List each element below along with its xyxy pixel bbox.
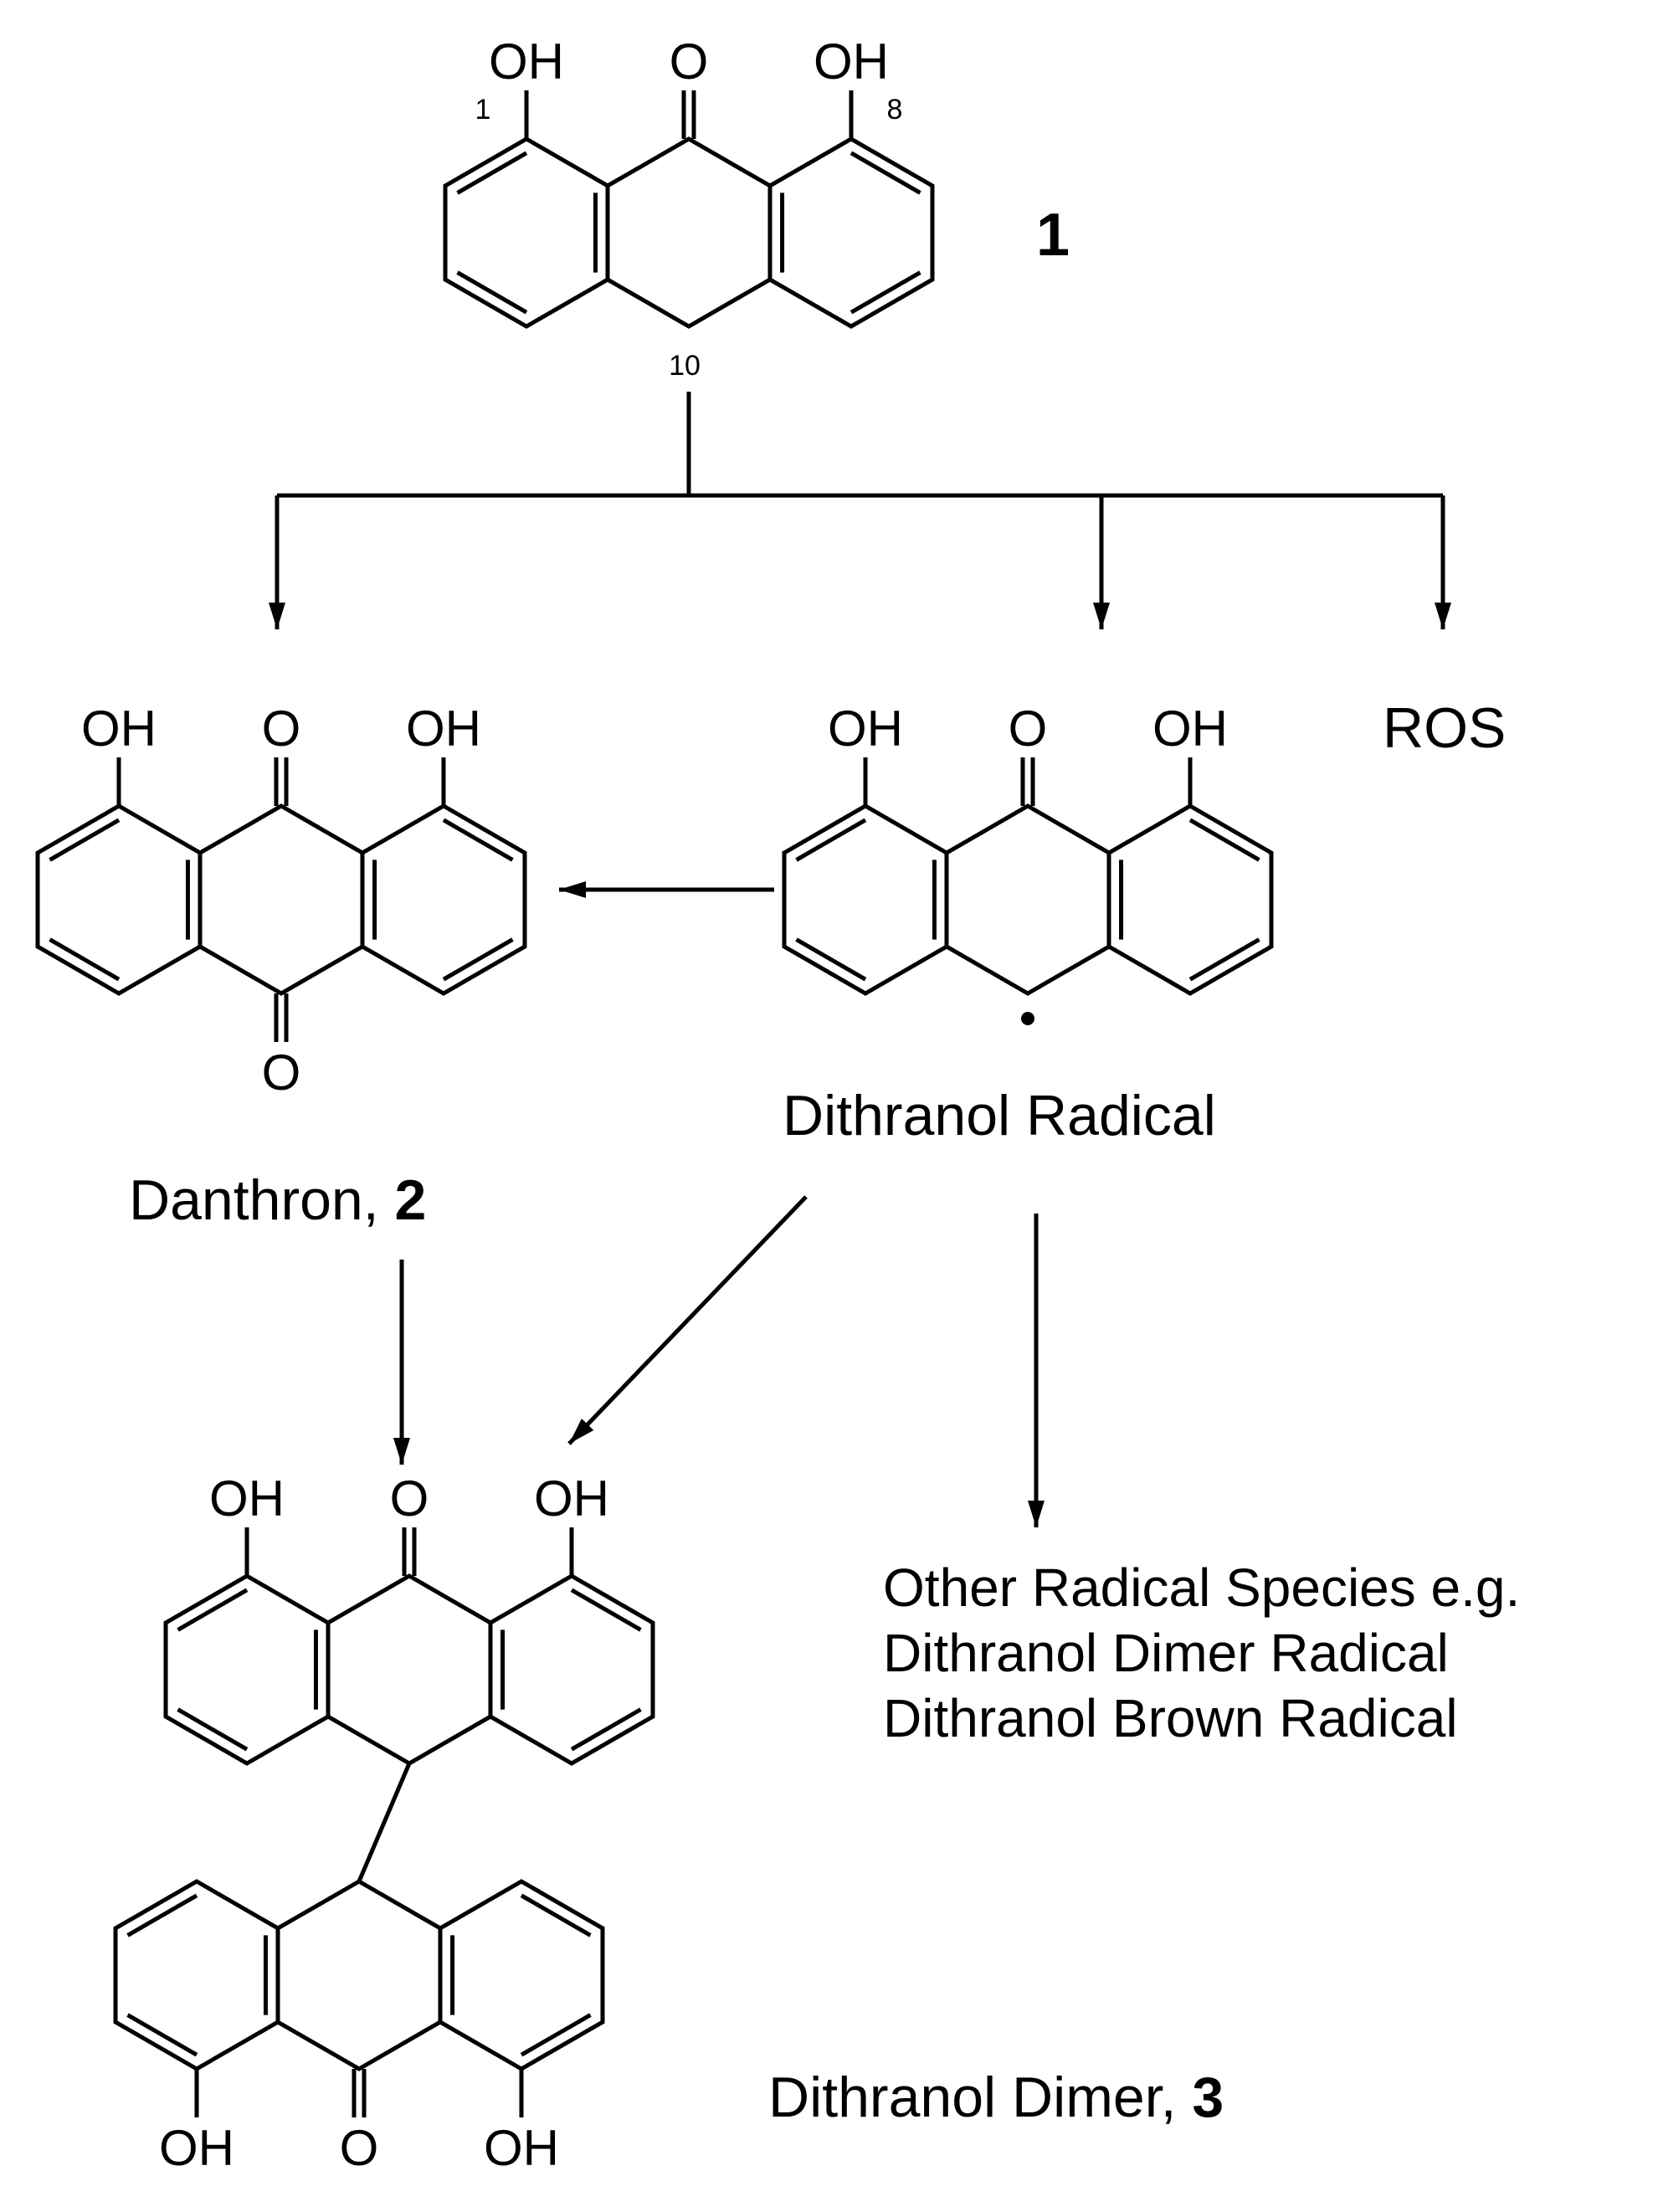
radical-dot [1021,1012,1034,1025]
hydroxyl-label: OH [489,33,564,90]
double-bond-inner-line [570,1707,642,1752]
benzene-ring [275,1879,443,2071]
double-bond-inner-line [1188,937,1260,982]
benzene-ring [443,136,610,329]
position-8-label: 8 [887,94,903,126]
double-bond-inner-line [1188,818,1260,862]
double-bond-inner-line [126,1893,198,1937]
double-bond-inner-line [177,1707,249,1752]
benzene-ring [35,803,203,996]
other-species-text: Other Radical Species e.g. Dithranol Dim… [883,1555,1520,1751]
hydroxyl-label: OH [406,701,481,757]
oxygen-label: O [340,2120,379,2176]
hydroxyl-label: OH [159,2120,234,2176]
benzene-ring [767,136,935,329]
position-1-label: 1 [475,94,491,126]
hydroxyl-label: OH [1152,701,1228,757]
dimer-caption: Dithranol Dimer, 3 [768,2066,1224,2129]
benzene-ring [605,136,773,329]
hydroxyl-label: OH [814,33,889,90]
double-bond-inner-line [442,818,514,862]
compound-1-number: 1 [1036,202,1070,269]
double-bond-inner-line [850,151,921,195]
double-bond-inner-line [442,937,514,982]
double-bond-inner-line [49,937,121,982]
dimer-caption-text: Dithranol Dimer, [768,2066,1177,2129]
other-species-line-2: Dithranol Dimer Radical [883,1623,1449,1683]
benzene-ring [782,803,949,996]
oxygen-label: O [262,701,301,757]
double-bond-inner-line [126,2013,198,2057]
double-bond-inner-line [850,270,921,315]
other-species-line-1: Other Radical Species e.g. [883,1558,1521,1618]
c10-c10-dimer-bond [357,1763,412,1882]
oxygen-label: O [670,33,709,90]
double-bond-inner-line [177,1588,249,1632]
benzene-ring [1106,803,1274,996]
double-bond-inner-line [456,151,528,195]
benzene-ring [488,1573,655,1766]
benzene-ring [438,1879,605,2071]
oxygen-label: O [262,1044,301,1101]
benzene-ring [360,803,527,996]
hydroxyl-label: OH [484,2120,559,2176]
ros-label: ROS [1383,696,1507,760]
danthron-caption: Danthron, 2 [129,1168,426,1232]
benzene-ring [113,1879,280,2071]
other-species-line-3: Dithranol Brown Radical [883,1688,1458,1748]
danthron-caption-text: Danthron, [129,1168,379,1232]
benzene-ring [163,1573,331,1766]
double-bond-inner-line [795,937,867,982]
double-bond-inner-line [520,1893,592,1937]
benzene-ring [326,1573,493,1766]
double-bond-inner-line [795,818,867,862]
benzene-ring [944,803,1111,996]
double-bond-inner-line [456,270,528,315]
danthron-compound-number: 2 [394,1168,427,1232]
arrow-radical-to-dimer [567,1195,808,1445]
double-bond-inner-line [520,2013,592,2057]
hydroxyl-label: OH [209,1470,285,1527]
double-bond-inner-line [49,818,121,862]
hydroxyl-label: OH [81,701,157,757]
dimer-compound-number: 3 [1192,2066,1224,2129]
oxygen-label: O [390,1470,429,1527]
oxygen-label: O [1009,701,1048,757]
hydroxyl-label: OH [534,1470,609,1527]
benzene-ring [198,803,365,996]
radical-caption: Dithranol Radical [783,1084,1216,1147]
hydroxyl-label: OH [828,701,903,757]
double-bond-inner-line [570,1588,642,1632]
position-10-label: 10 [669,350,701,382]
